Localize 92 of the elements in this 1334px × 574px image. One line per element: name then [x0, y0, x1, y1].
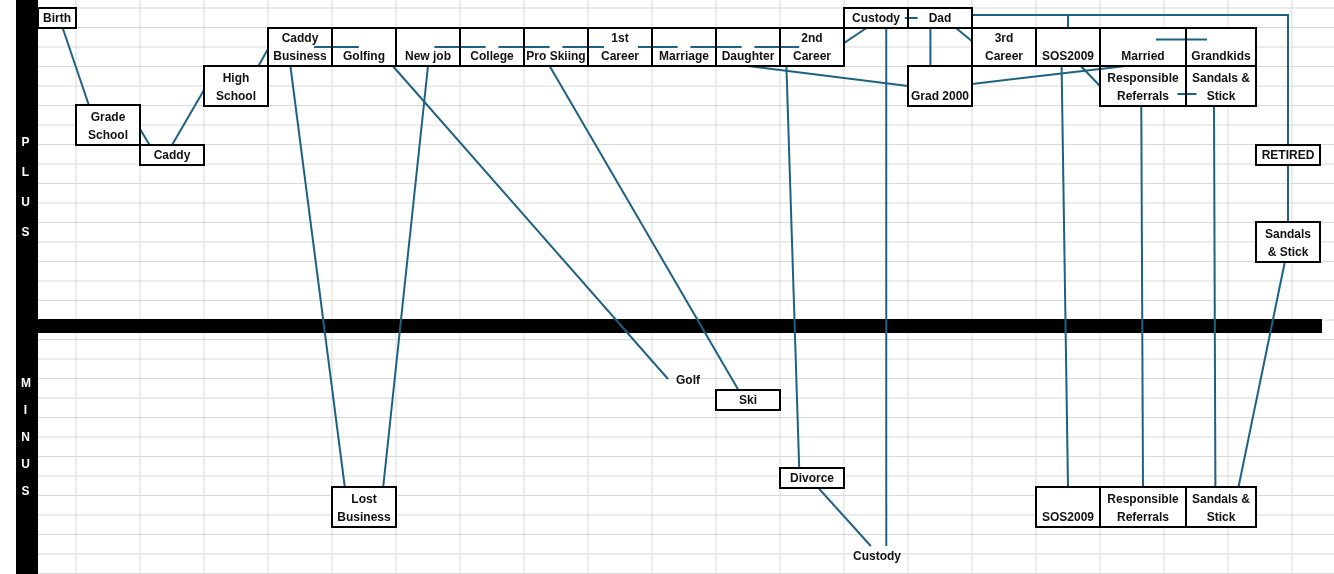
event-box: [139, 144, 205, 166]
connector-line: [139, 128, 151, 146]
connector-line: [289, 65, 346, 488]
event-label: Daughter: [721, 48, 775, 65]
event-label: New job: [405, 48, 451, 65]
event-label: 2nd Career: [792, 30, 832, 65]
event-box: [907, 65, 973, 107]
connector-line: [885, 27, 888, 547]
event-label: Ski: [739, 392, 757, 409]
event-box: [907, 7, 973, 29]
connector-line: [903, 17, 919, 19]
event-label: SOS2009: [1041, 509, 1094, 526]
event-box: [651, 27, 717, 67]
connector-line: [689, 46, 743, 48]
event-label: College: [470, 48, 514, 65]
event-box: [843, 7, 909, 29]
event-box: [1035, 27, 1101, 67]
event-label: Lost Business: [336, 491, 392, 526]
connector-line: [548, 65, 740, 391]
event-box: [203, 65, 269, 107]
connector-line: [257, 47, 269, 67]
event-label: RETIRED: [1261, 147, 1315, 164]
connector-line: [843, 27, 868, 45]
event-label: SOS2009: [1041, 48, 1094, 65]
connector-line: [1287, 164, 1289, 223]
connector-line: [1079, 65, 1101, 87]
event-label: 1st Career: [600, 30, 640, 65]
event-label: Grade School: [87, 109, 129, 144]
event-label: Sandals & Stick: [1191, 70, 1251, 105]
event-box: [715, 389, 781, 411]
connector-line: [497, 46, 551, 48]
event-label: Marriage: [659, 48, 709, 65]
event-box: [779, 467, 845, 489]
event-box: [1035, 486, 1101, 528]
event-label: Grad 2000: [910, 88, 969, 105]
event-label: Custody: [853, 548, 901, 565]
event-label: Divorce: [790, 470, 834, 487]
event-label: Sandals & Stick: [1191, 491, 1251, 526]
event-label: Birth: [43, 10, 71, 27]
event-box: [779, 27, 845, 67]
event-label: Dad: [928, 10, 952, 27]
event-label: Caddy: [153, 147, 191, 164]
event-label: Responsible Referrals: [1106, 491, 1180, 526]
connector-line: [313, 46, 360, 48]
event-label: Married: [1121, 48, 1165, 65]
connector-line: [1213, 105, 1217, 488]
axis-label: MINUS: [21, 375, 30, 500]
connector-line: [1154, 38, 1208, 41]
axis-label: PLUS: [21, 134, 30, 241]
connector-line: [1060, 65, 1069, 488]
event-box: [1185, 65, 1257, 107]
connector-line: [61, 27, 90, 106]
connector-line: [1237, 261, 1286, 488]
event-label: Responsible Referrals: [1106, 70, 1180, 105]
event-label: Pro Skiing: [526, 48, 586, 65]
event-box: [459, 27, 525, 67]
event-box: [1185, 486, 1257, 528]
connector-line: [929, 27, 932, 67]
connector-line: [391, 65, 669, 380]
event-box: [971, 27, 1037, 67]
connector-line: [382, 65, 429, 488]
event-label: High School: [215, 70, 257, 105]
connector-line: [753, 46, 801, 48]
connector-line: [1176, 93, 1198, 95]
connector-line: [1140, 105, 1144, 488]
event-box: [587, 27, 653, 67]
event-label: Sandals & Stick: [1264, 226, 1312, 261]
event-box: [1099, 65, 1187, 107]
connector-line: [636, 46, 679, 48]
connector-line: [171, 89, 205, 146]
connector-line: [433, 46, 487, 48]
connector-line: [817, 487, 872, 547]
event-box: [37, 7, 77, 29]
connector-line: [955, 27, 973, 43]
event-box: [715, 27, 781, 67]
event-box: [331, 27, 397, 67]
connector-line: [785, 65, 801, 469]
event-box: [1255, 144, 1321, 166]
event-label: Golfing: [343, 48, 385, 65]
event-box: [1255, 221, 1321, 263]
event-box: [395, 27, 461, 67]
event-label: 3rd Career: [984, 30, 1024, 65]
connector-line: [561, 46, 605, 48]
event-box: [523, 27, 589, 67]
event-label: Custody: [852, 10, 900, 27]
event-label: Grandkids: [1191, 48, 1251, 65]
event-box: [1099, 486, 1187, 528]
event-box: [75, 104, 141, 146]
connector-line: [971, 14, 1069, 29]
event-label: Golf: [676, 372, 700, 389]
event-box: [1185, 27, 1257, 67]
event-label: Caddy Business: [272, 30, 328, 65]
